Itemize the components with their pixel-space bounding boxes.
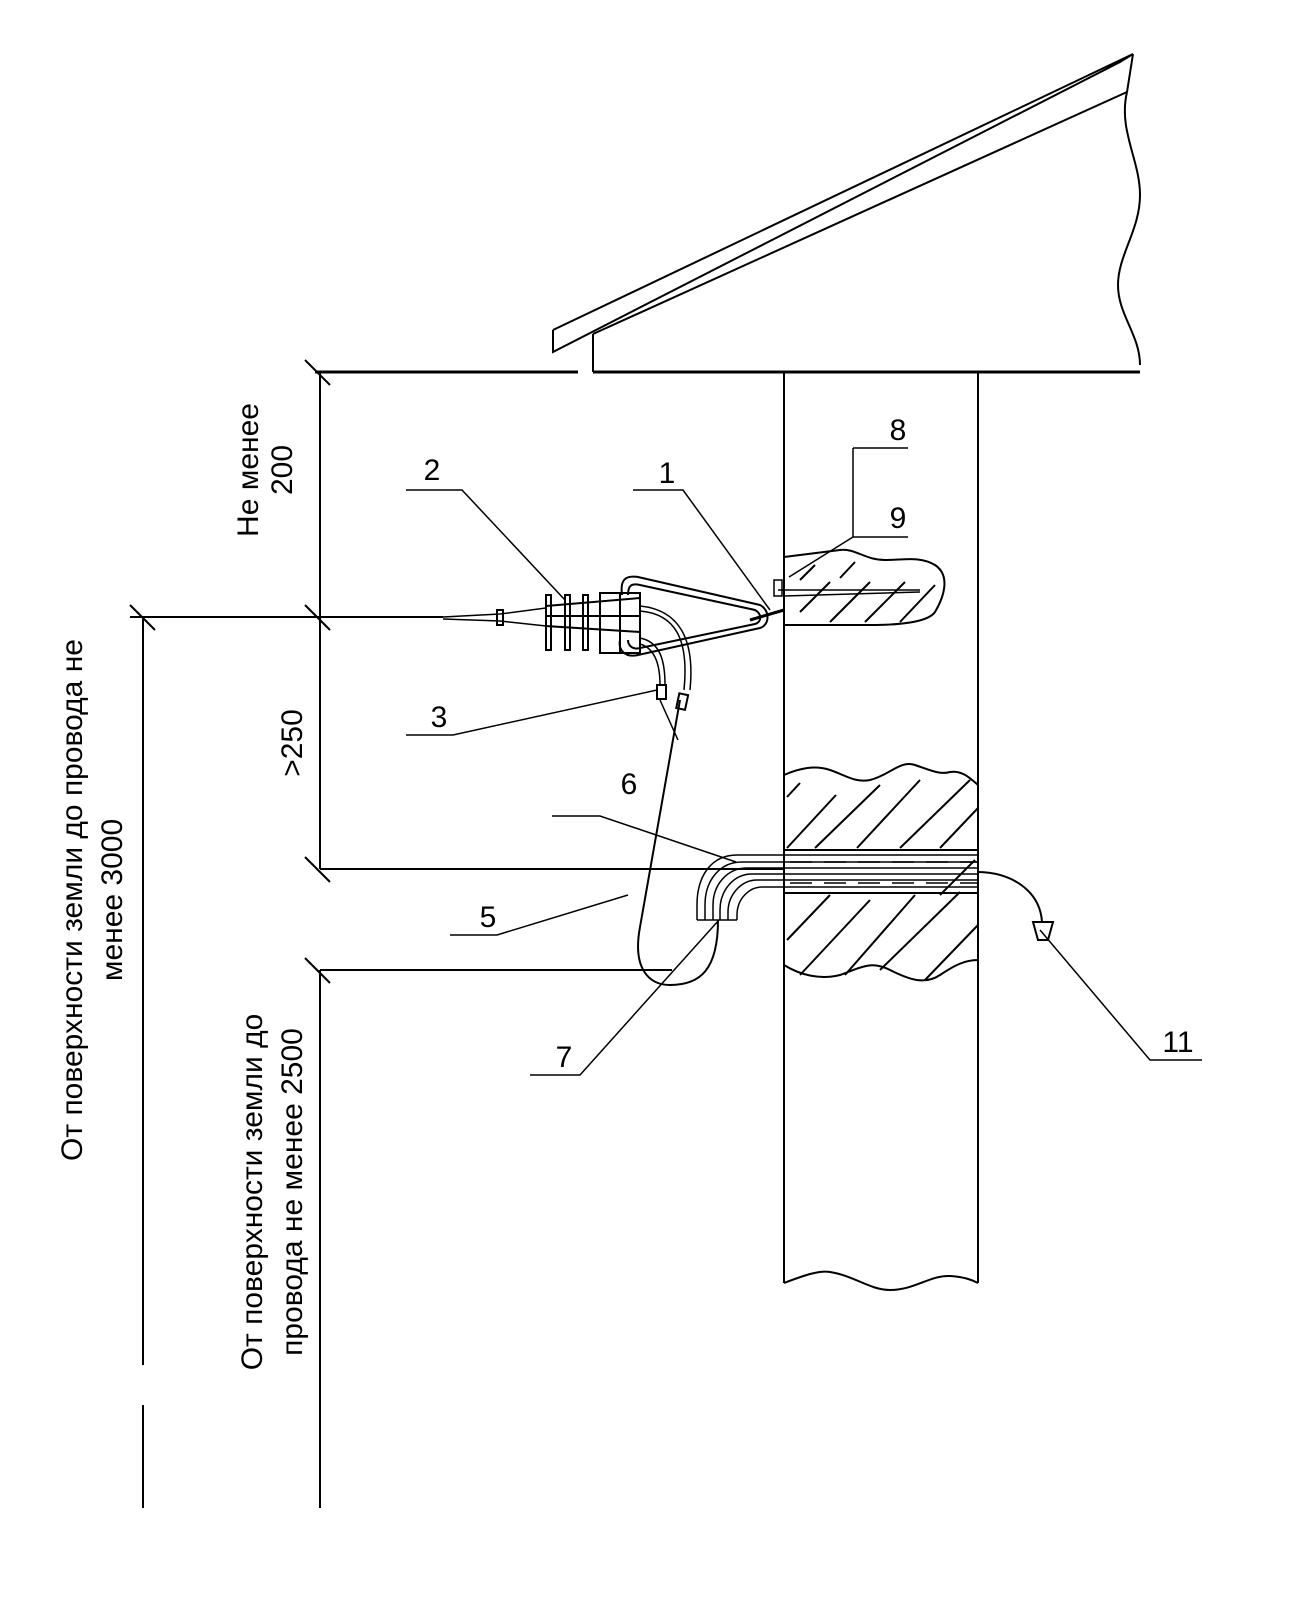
building-wall [783, 372, 979, 1292]
dimension-ground-2500: От поверхности земли до провода не менее… [236, 1014, 309, 1371]
callout-label-8: 8 [890, 414, 907, 447]
dimension-lines [129, 359, 784, 1508]
callout-label-3: 3 [431, 701, 448, 734]
dimension-ground-3000-line2: менее 3000 [96, 819, 129, 981]
callout-leaders [406, 447, 1202, 1076]
dimension-top-gap: Не менее 200 [232, 403, 299, 537]
wall-section-lower [783, 763, 979, 982]
dimension-top-gap-line1: Не менее [232, 403, 265, 537]
dimension-ground-3000-line1: От поверхности земли до провода не [56, 639, 89, 1161]
callout-label-7: 7 [556, 1041, 573, 1074]
roof-overhang [315, 53, 1142, 374]
wire-inside-with-drip [977, 871, 1055, 941]
wall-section-upper [773, 548, 946, 626]
callout-label-9: 9 [890, 502, 907, 535]
drop-wire [637, 699, 719, 987]
callout-label-11: 11 [1162, 1026, 1193, 1059]
dimension-ground-3000: От поверхности земли до провода не менее… [56, 639, 129, 1161]
anchor-clamp-assembly [316, 575, 785, 741]
entry-pipe [696, 854, 978, 921]
callout-label-1: 1 [659, 457, 676, 490]
dimension-ground-2500-line2: провода не менее 2500 [276, 1028, 309, 1356]
dimension-middle-gap-value: >250 [276, 709, 309, 777]
callout-label-5: 5 [480, 901, 497, 934]
dimension-middle-gap: >250 [276, 709, 309, 777]
dimension-top-gap-line2: 200 [266, 445, 299, 495]
dimension-ground-2500-line1: От поверхности земли до [236, 1014, 269, 1371]
callout-label-6: 6 [621, 768, 638, 801]
callout-label-2: 2 [424, 454, 441, 487]
